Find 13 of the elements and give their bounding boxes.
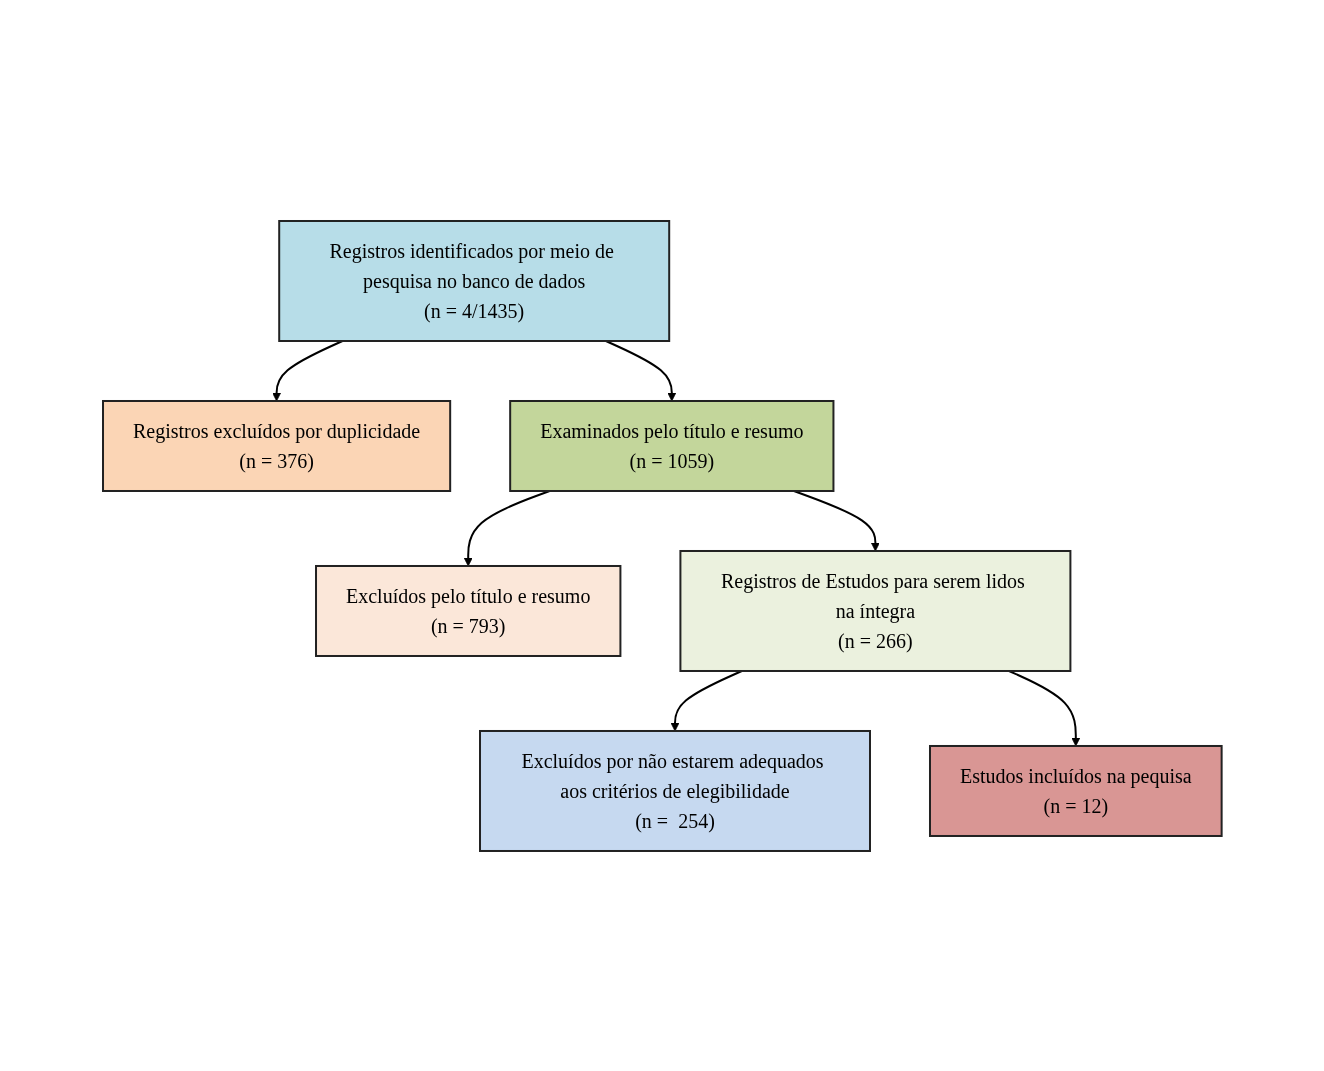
node-box: Examinados pelo título e resumo (n = 1059) bbox=[508, 399, 835, 492]
arrow bbox=[670, 669, 743, 731]
arrow bbox=[604, 339, 676, 401]
arrow bbox=[271, 339, 344, 401]
node-box: Estudos incluídos na pequisa (n = 12) bbox=[928, 744, 1223, 837]
node-box: Excluídos pelo título e resumo (n = 793) bbox=[314, 564, 622, 657]
node-box: Excluídos por não estarem adequados aos critérios de elegibilidade (n = 254) bbox=[478, 729, 871, 852]
node-box: Registros excluídos por duplicidade (n = 376) bbox=[101, 399, 451, 492]
node-box: Registros de Estudos para serem lidos na íntegra (n = 266) bbox=[679, 549, 1072, 672]
arrow bbox=[1007, 669, 1080, 746]
arrow bbox=[463, 489, 551, 566]
arrow bbox=[792, 489, 880, 551]
node-box: Registros identificados por meio de pesquisa no banco de dados (n = 4/1435) bbox=[277, 219, 670, 342]
